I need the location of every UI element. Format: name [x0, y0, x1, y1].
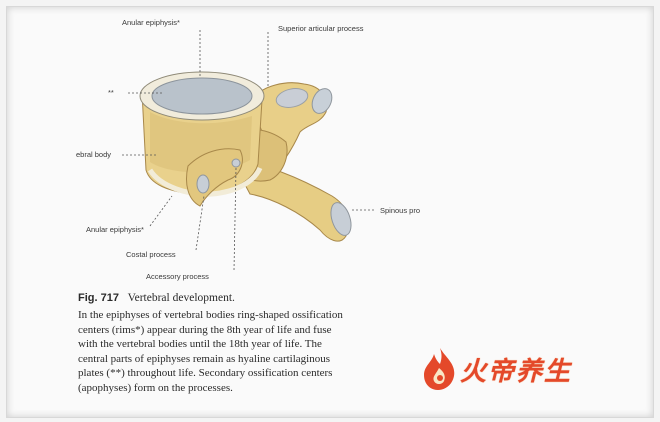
caption-line: centers (rims*) appear during the 8th ye…: [78, 323, 332, 336]
flame-logo-icon: [424, 348, 455, 390]
leader-lines: [122, 30, 376, 271]
bottom-epiphysis-ring: [147, 166, 263, 197]
caption-line: central parts of epiphyses remain as hya…: [78, 352, 330, 365]
label-spinous-process: Spinous pro: [380, 206, 421, 215]
caption-line: (apophyses) form on the processes.: [78, 381, 233, 394]
figure-number: Fig. 717: [78, 292, 119, 304]
watermark-text: 火帝养生: [460, 356, 573, 387]
label-superior-articular-process: Superior articular process: [278, 24, 364, 33]
caption-line: with the vertebral bodies until the 18th…: [78, 338, 322, 351]
label-costal-process: Costal process: [126, 250, 176, 259]
figure-title: Vertebral development.: [127, 292, 235, 304]
label-accessory-process: Accessory process: [146, 272, 209, 281]
caption-line: plates (**) throughout life. Secondary o…: [78, 367, 333, 380]
articular-facet: [275, 88, 309, 108]
label-anular-epiphysis-top: Anular epiphysis*: [122, 18, 180, 27]
accessory-apophysis: [231, 158, 241, 168]
figure-caption-body: In the epiphyses of vertebral bodies rin…: [78, 308, 423, 396]
top-cartilage-plate: [151, 77, 253, 115]
figure-caption-title: Fig. 717 Vertebral development.: [78, 292, 235, 304]
articular-apophysis: [311, 88, 333, 114]
caption-line: In the epiphyses of vertebral bodies rin…: [78, 309, 343, 321]
costal-apophysis: [196, 174, 210, 194]
label-anular-epiphysis-bottom: Anular epiphysis*: [86, 225, 144, 234]
watermark-logo: 火帝养生: [420, 346, 572, 392]
label-double-asterisk: **: [108, 88, 114, 97]
spinous-apophysis: [330, 202, 352, 236]
label-vertebral-body: ebral body: [76, 150, 112, 159]
